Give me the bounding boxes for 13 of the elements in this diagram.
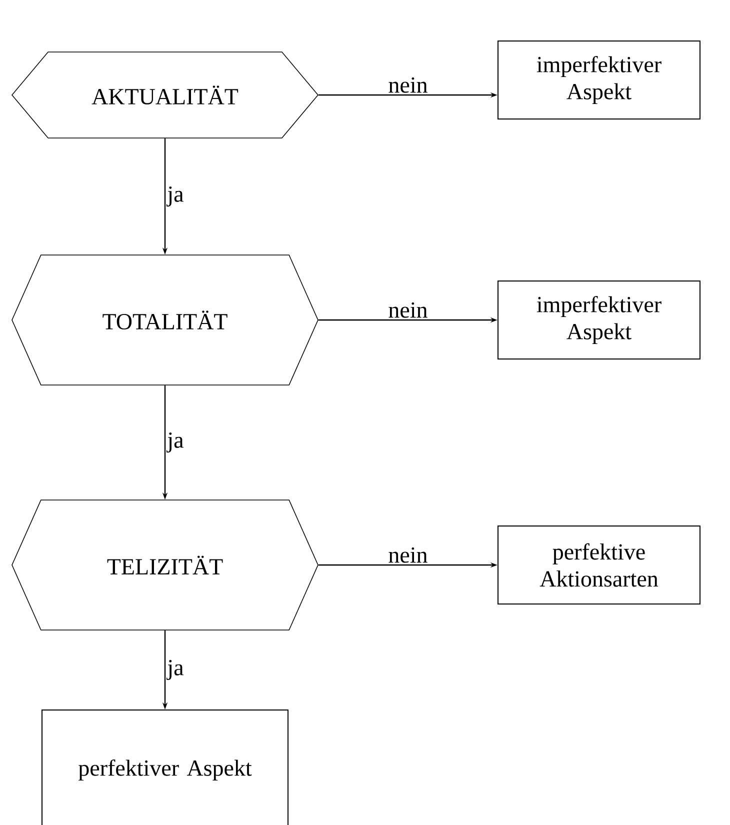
decision-hexagon: TELIZITÄT [12,500,318,630]
result-box: imperfektiver Aspekt [498,280,700,360]
edge-label: nein [388,547,428,563]
edge-label: ja [166,432,184,453]
result-box: perfektive Aktionsarten [498,526,700,604]
decision-hexagon: AKTUALITÄT [11,52,319,138]
edge-label: ja [166,186,184,207]
decision-hexagon: TOTALITÄT [12,254,318,386]
edge-label: nein [388,77,428,93]
edge-label: ja [166,660,184,680]
result-box: perfektiver Aspekt [42,710,288,825]
edge-label: nein [388,302,428,318]
result-box: imperfektiver Aspekt [498,40,700,120]
